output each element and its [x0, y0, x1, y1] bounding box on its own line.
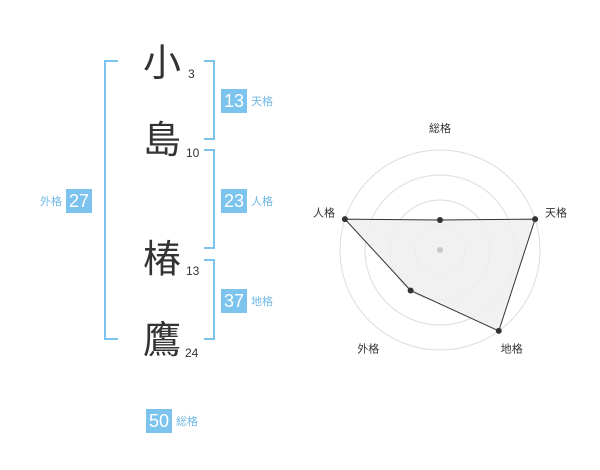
name-char-1: 小 [143, 41, 182, 85]
chikaku-value: 37 [221, 289, 247, 313]
radar-point-2 [532, 216, 539, 223]
bracket-lines [104, 60, 215, 340]
radar-axis-label-1: 総格 [429, 121, 451, 135]
jinkaku-badge: 23 人格 [221, 189, 273, 213]
stroke-count-1: 3 [188, 67, 195, 81]
radar-point-4 [407, 287, 414, 294]
radar-axis-label-3: 地格 [501, 342, 523, 356]
stroke-count-3: 13 [186, 264, 200, 278]
radar-ring-4 [339, 149, 541, 351]
radar-point-1 [437, 217, 443, 223]
soukaku-value: 50 [146, 409, 172, 433]
gaikaku-bracket [104, 60, 118, 340]
tenkaku-label: 天格 [251, 95, 273, 108]
radar-points [341, 216, 539, 334]
radar-axis-label-2: 天格 [545, 205, 567, 219]
stroke-count-2: 10 [186, 146, 200, 160]
chikaku-bracket [204, 259, 215, 340]
radar-area [343, 218, 536, 332]
gaikaku-badge: 外格 27 [40, 189, 92, 213]
jinkaku-bracket [204, 149, 215, 249]
chikaku-badge: 37 地格 [221, 289, 273, 313]
gaikaku-value: 27 [66, 189, 92, 213]
tenkaku-bracket [204, 60, 215, 140]
radar-center-dot [437, 247, 443, 253]
chikaku-label: 地格 [251, 295, 273, 308]
name-char-3: 椿 [143, 237, 182, 281]
radar-point-5 [341, 216, 348, 223]
soukaku-label: 総格 [176, 415, 198, 428]
tenkaku-value: 13 [221, 89, 247, 113]
stroke-count-4: 24 [185, 346, 199, 360]
radar-axis-label-4: 外格 [357, 342, 379, 356]
name-char-2: 島 [143, 118, 182, 162]
jinkaku-label: 人格 [251, 195, 273, 208]
tenkaku-badge: 13 天格 [221, 89, 273, 113]
name-char-4: 鷹 [143, 318, 182, 362]
radar-point-3 [495, 327, 502, 334]
radar-axis-label-5: 人格 [313, 205, 335, 219]
jinkaku-value: 23 [221, 189, 247, 213]
soukaku-badge: 50 総格 [146, 409, 198, 433]
gaikaku-label: 外格 [40, 195, 62, 208]
